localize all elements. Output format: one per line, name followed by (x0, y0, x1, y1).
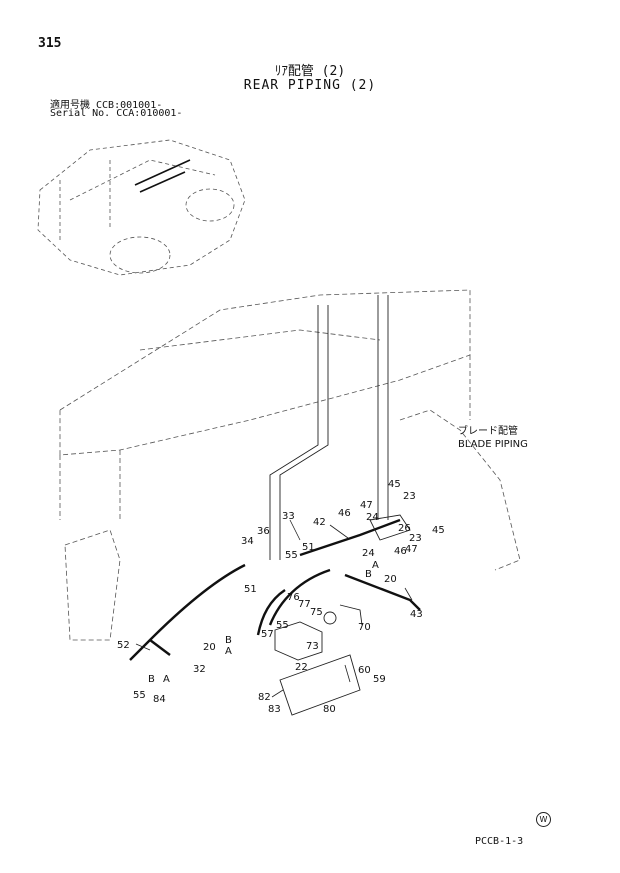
callout-b-top: B (365, 569, 372, 580)
part-label-73: 73 (306, 641, 319, 652)
part-label-52: 52 (117, 640, 130, 651)
part-label-46: 46 (338, 508, 351, 519)
part-label-55-c: 55 (133, 690, 146, 701)
serial-number-range: Serial No. CCA:010001- (50, 108, 183, 119)
part-label-82: 82 (258, 692, 271, 703)
applicable-serial-jp: 適用号機 CCB:001001- (50, 100, 163, 111)
part-label-43: 43 (410, 609, 423, 620)
part-label-32: 32 (193, 664, 206, 675)
page-title-japanese: ﾘｱ配管 (2) (274, 64, 346, 79)
blade-piping-label-jp: ブレード配管 (458, 426, 518, 437)
frame-outline (59, 289, 521, 641)
part-label-76: 76 (287, 592, 300, 603)
part-label-24: 24 (366, 512, 379, 523)
page-number: 315 (38, 36, 62, 51)
callout-a-bottom: A (163, 674, 170, 685)
part-label-42: 42 (313, 517, 326, 528)
part-label-83: 83 (268, 704, 281, 715)
watermark-symbol: W (536, 812, 551, 827)
part-label-20-b: 20 (203, 642, 216, 653)
part-label-57: 57 (261, 629, 274, 640)
part-label-77: 77 (298, 599, 311, 610)
part-label-55: 55 (285, 550, 298, 561)
valve-and-plate (274, 514, 411, 716)
part-label-22: 22 (295, 662, 308, 673)
overview-highlight (134, 159, 191, 193)
machine-overview-sketch (37, 139, 246, 276)
part-label-59: 59 (373, 674, 386, 685)
part-label-45: 45 (388, 479, 401, 490)
part-label-80: 80 (323, 704, 336, 715)
part-label-51-b: 51 (244, 584, 257, 595)
part-label-51: 51 (302, 542, 315, 553)
part-label-75: 75 (310, 607, 323, 618)
part-label-45-b: 45 (432, 525, 445, 536)
page-code: PCCB-1-3 (475, 836, 524, 847)
part-label-47-b: 47 (405, 544, 418, 555)
part-label-46-b: 46 (394, 546, 407, 557)
part-label-84: 84 (153, 694, 166, 705)
part-label-36: 36 (257, 526, 270, 537)
callout-a-middle: A (225, 646, 232, 657)
leader-lines (135, 519, 413, 698)
part-label-34: 34 (241, 536, 254, 547)
callout-b-bottom: B (148, 674, 155, 685)
part-label-55-b: 55 (276, 620, 289, 631)
blade-piping-label: ブレード配管 BLADE PIPING (458, 425, 528, 451)
part-label-20: 20 (384, 574, 397, 585)
part-label-24-b: 24 (362, 548, 375, 559)
part-label-23: 23 (403, 491, 416, 502)
part-label-23-b: 23 (409, 533, 422, 544)
callout-b-middle: B (225, 635, 232, 646)
callout-a-top: A (372, 560, 379, 571)
part-label-70: 70 (358, 622, 371, 633)
part-label-47: 47 (360, 500, 373, 511)
vertical-pipes (269, 295, 389, 560)
part-label-26: 26 (398, 523, 411, 534)
page-title-english: REAR PIPING (2) (243, 78, 377, 93)
part-label-33: 33 (282, 511, 295, 522)
part-label-60: 60 (358, 665, 371, 676)
hoses (129, 518, 421, 661)
blade-piping-label-en: BLADE PIPING (458, 439, 528, 450)
